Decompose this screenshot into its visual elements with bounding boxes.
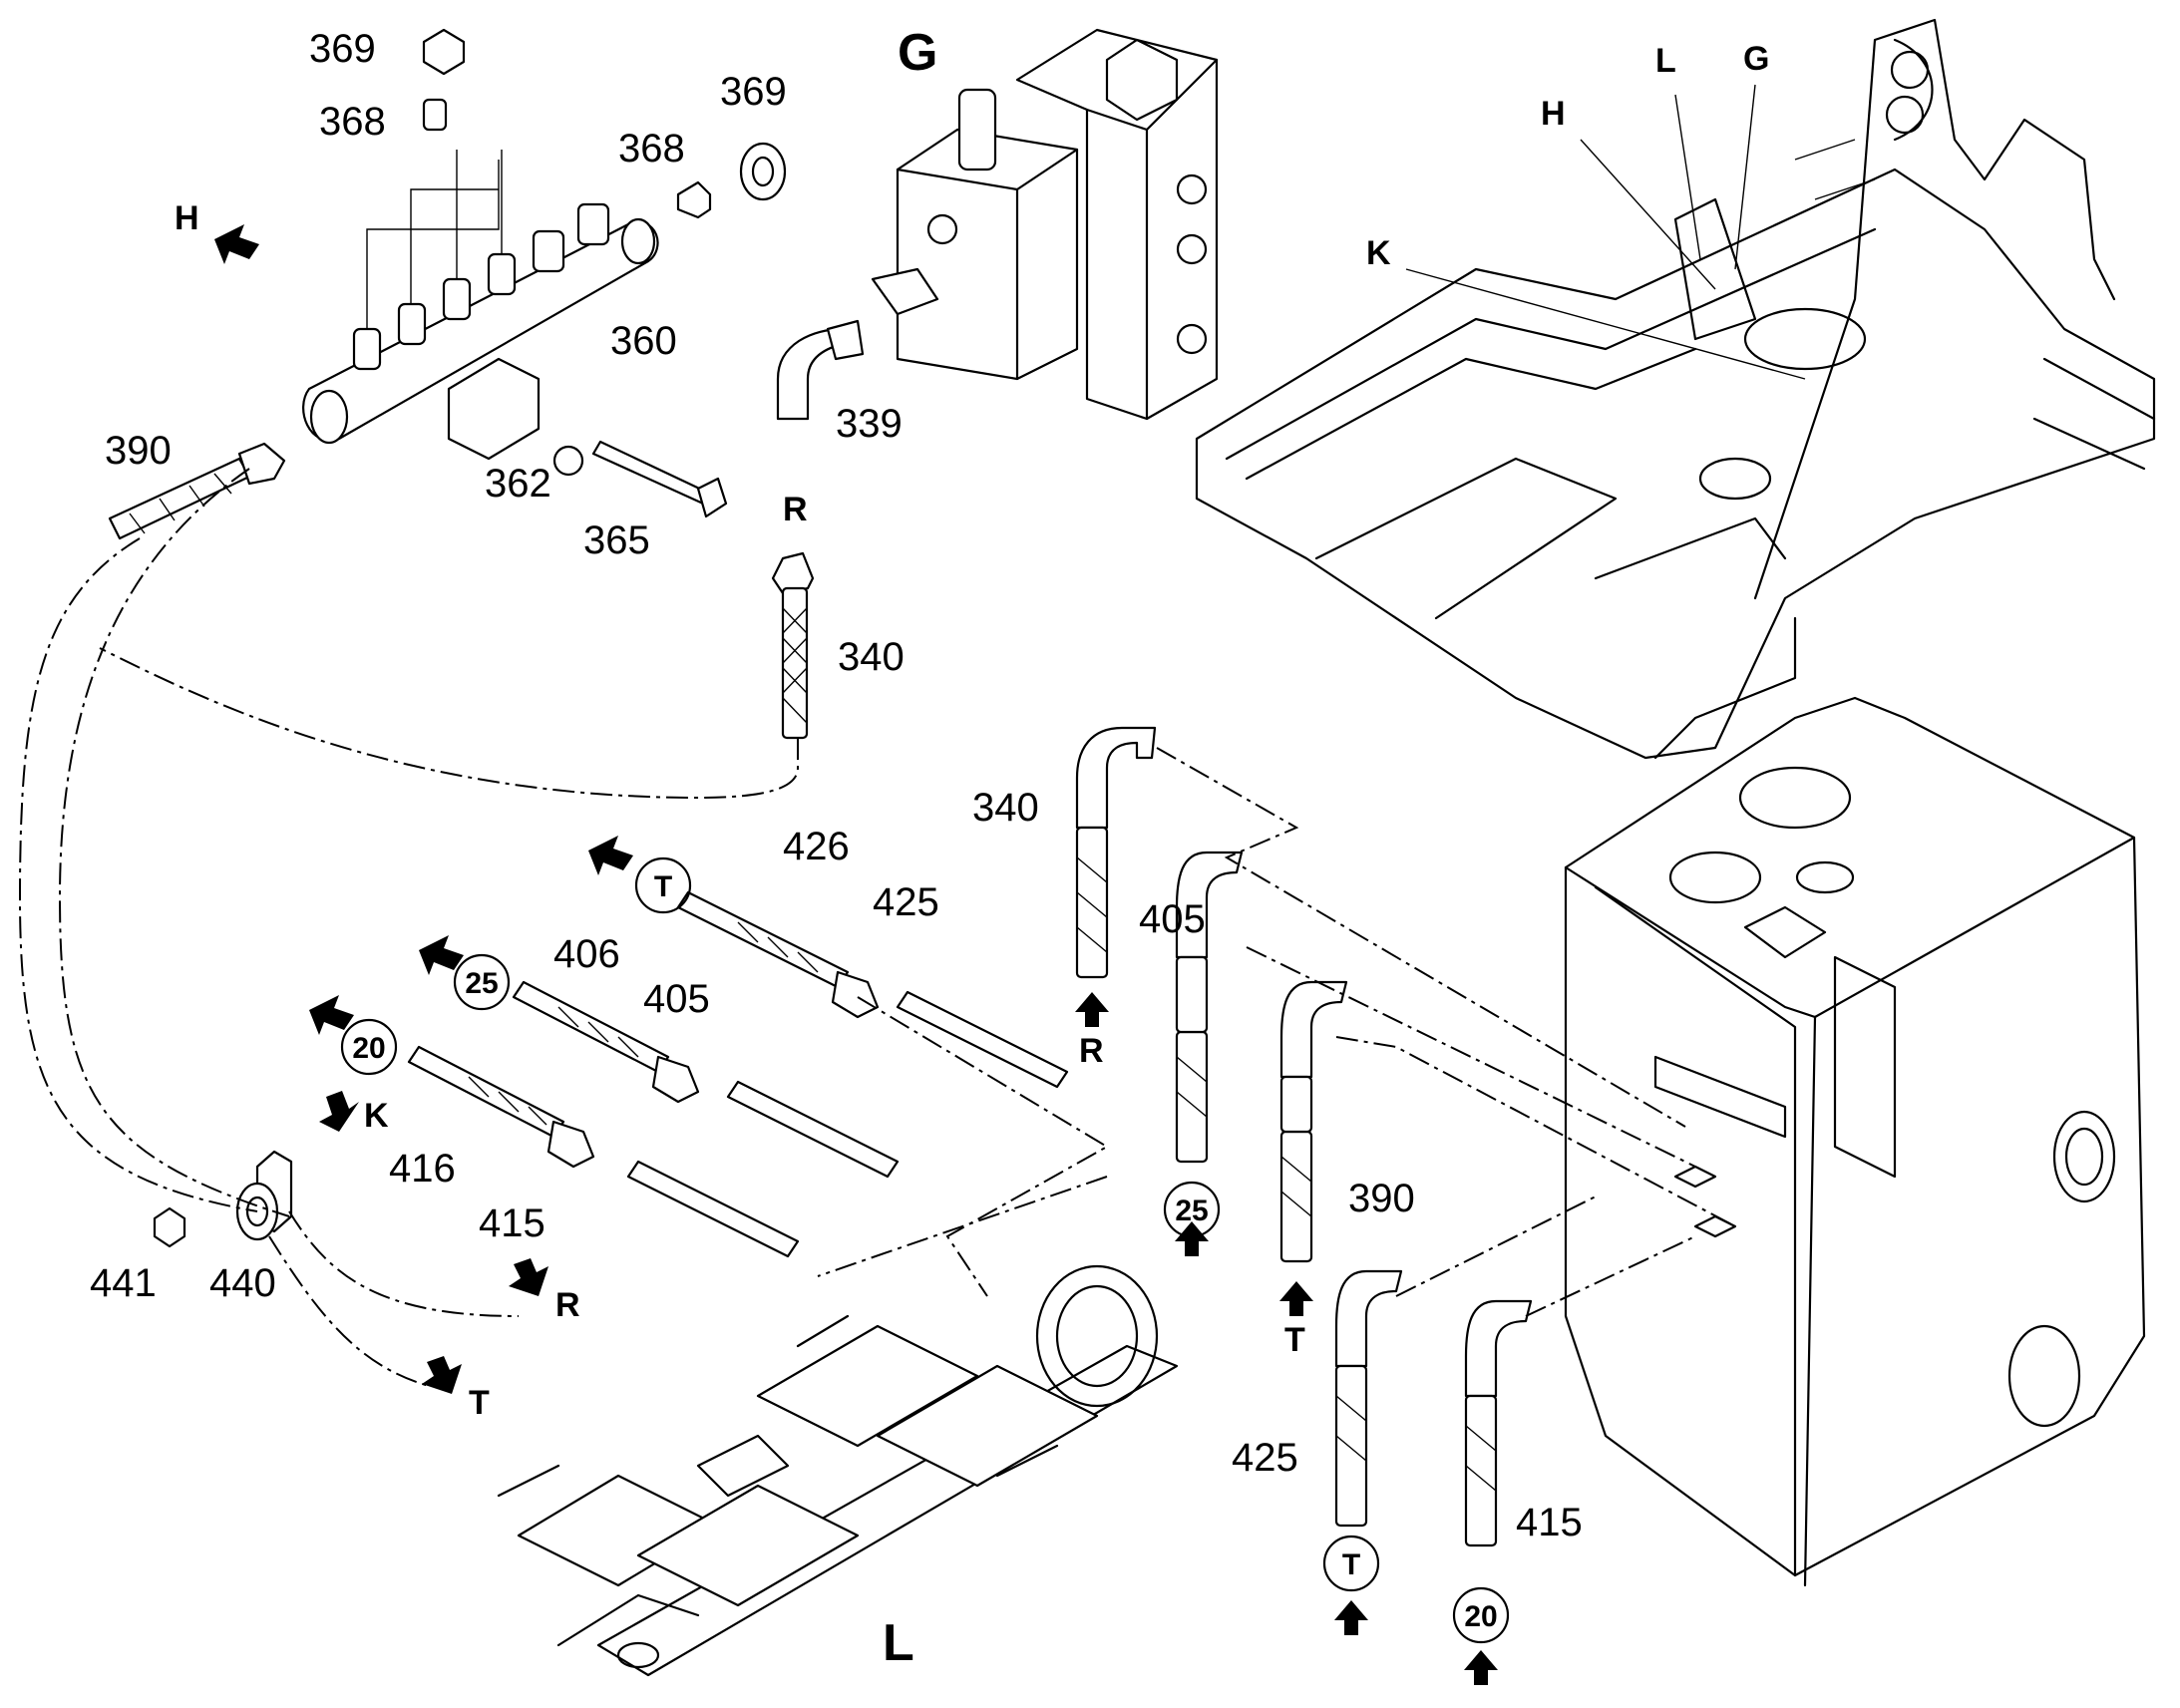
connection-lines [18,468,1736,1387]
label-441: 441 [90,1261,157,1305]
circle-label-25a: 25 [465,967,498,1000]
label-405-middle: 405 [643,977,710,1021]
label-k-bracket: K [364,1097,389,1135]
label-369-top: 369 [309,27,376,71]
transmission-housing-drawing [1564,696,2146,1587]
manifold-360-drawing [302,28,787,518]
label-368-top: 368 [319,100,386,144]
arrow-up-25 [1175,1221,1209,1256]
hose-339-340-center [771,319,865,740]
label-340-center: 340 [838,635,905,679]
label-425-middle: 425 [873,880,939,924]
label-390-right: 390 [1348,1177,1415,1220]
arrow-20a [309,995,354,1035]
label-415-right: 415 [1516,1501,1583,1544]
label-h-frame: H [1541,95,1566,133]
bulkhead-440-441 [153,1150,293,1248]
circled-markers: T 25 20 25 T 20 [340,856,1510,1644]
arrow-r1 [509,1258,548,1296]
manifold-fittings [352,202,610,371]
machine-frame-drawing [1195,18,2156,760]
arrow-25a [419,935,464,975]
label-r-bracket: R [555,1286,580,1324]
label-390-left: 390 [105,429,172,473]
label-k-frame: K [1366,234,1391,272]
label-440: 440 [209,1261,276,1305]
label-360: 360 [610,319,677,363]
circle-label-20a: 20 [352,1032,385,1065]
arrow-up-r [1075,992,1109,1027]
label-416: 416 [389,1147,456,1191]
label-369-right: 369 [720,70,787,114]
label-340-right: 340 [972,786,1039,830]
label-l-valve-assembly: L [883,1614,914,1672]
part-numbers: 369 368 369 368 360 362 365 390 339 340 … [90,27,1583,1544]
label-r-hose: R [783,491,808,528]
label-t-elbow: T [1284,1321,1305,1359]
label-365: 365 [583,518,650,562]
arrow-up-t2 [1334,1600,1368,1635]
label-405-right: 405 [1139,897,1206,941]
circle-label-20b: 20 [1464,1600,1497,1633]
circle-label-25b: 25 [1175,1195,1208,1227]
arrow-up-20 [1464,1650,1498,1685]
label-406: 406 [553,932,620,976]
arrow-k [319,1091,359,1132]
label-362: 362 [485,462,551,506]
label-425-right: 425 [1232,1436,1298,1480]
hose-elbows-right [1075,726,1533,1547]
circle-label-t1: T [654,870,672,903]
label-r-elbow: R [1079,1032,1104,1070]
valve-assembly-l [497,1264,1179,1677]
label-368-right: 368 [618,127,685,171]
label-g-valve: G [898,24,937,82]
letter-labels: G G H L K H R K R T R T L [175,24,1769,1672]
label-h-manifold: H [175,199,199,237]
label-415-middle: 415 [479,1201,545,1245]
hose-390-upper [108,442,286,540]
arrow-t1 [588,836,633,875]
label-t-bracket: T [469,1384,490,1422]
hose-assemblies-middle [407,890,1069,1258]
label-g-frame: G [1743,40,1769,78]
direction-arrows [214,224,1498,1685]
arrow-up-t [1279,1281,1313,1316]
label-339: 339 [836,402,903,446]
arrow-h [214,224,259,264]
frame-leader-lines [1405,84,1806,380]
label-l-frame: L [1655,42,1676,80]
control-valve-block-g [871,28,1219,421]
label-426: 426 [783,825,850,868]
circle-label-t2: T [1342,1548,1360,1581]
arrow-t3 [422,1356,462,1394]
